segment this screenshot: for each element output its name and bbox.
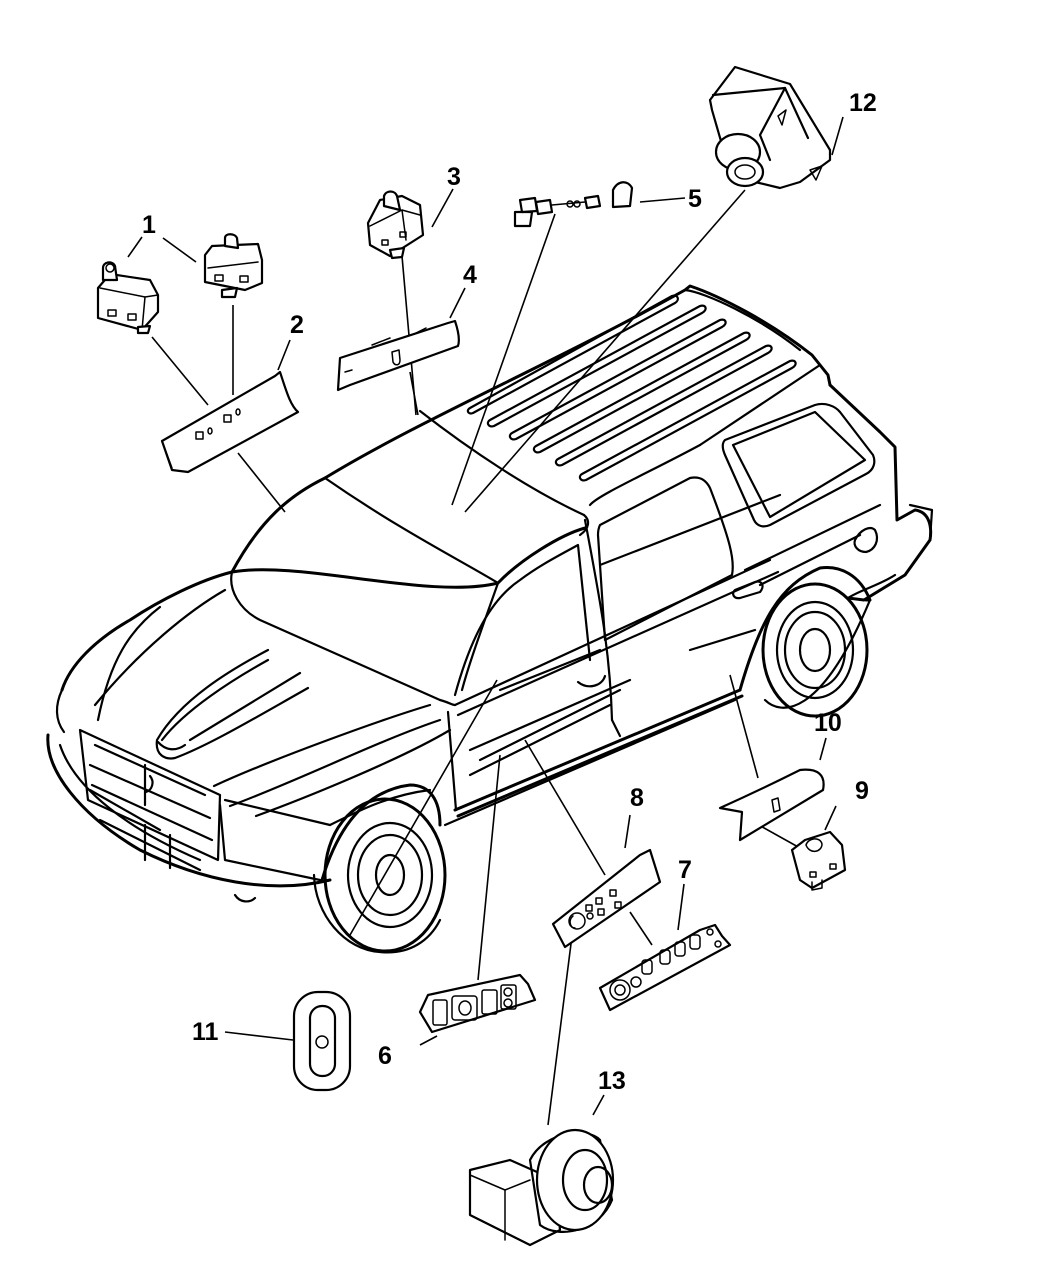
part-13-mirror-adjust-switch	[468, 1128, 615, 1247]
part-9-rear-door-switch	[790, 830, 847, 891]
callout-4: 4	[463, 261, 477, 289]
callout-labels: 1 2 3 4 5 6 7 8 9 10 11 12 13	[142, 89, 877, 1095]
part-1-mirror-switch-front	[96, 261, 160, 335]
part-1-mirror-switch-rear	[203, 233, 264, 299]
callout-2: 2	[290, 311, 304, 339]
callout-10: 10	[814, 709, 842, 737]
part-2-switch-bezel-front	[160, 370, 300, 474]
part-4-overhead-switch-bezel	[336, 319, 460, 392]
vehicle-body	[46, 284, 934, 954]
callout-5: 5	[688, 185, 702, 213]
callout-11: 11	[192, 1018, 219, 1046]
part-11-window-switch-single	[292, 990, 352, 1092]
part-5-switch-wiring-harness	[513, 181, 634, 228]
part-10-rear-door-switch-bezel	[718, 768, 825, 842]
callout-6: 6	[378, 1042, 392, 1070]
callout-7: 7	[678, 856, 692, 884]
part-6-passenger-door-window-switch	[418, 973, 537, 1034]
callout-9: 9	[855, 777, 869, 805]
part-12-headlamp-switch-module	[708, 65, 832, 190]
callout-8: 8	[630, 784, 644, 812]
callout-1: 1	[142, 211, 156, 239]
callout-leaders	[127, 116, 844, 1116]
callout-13: 13	[598, 1067, 626, 1095]
part-8-driver-switch-bezel	[551, 848, 662, 949]
callout-3: 3	[447, 163, 461, 191]
part-3-overhead-switch	[366, 190, 425, 260]
leader-lines	[151, 189, 801, 1126]
part-7-driver-door-window-switch	[598, 923, 732, 1012]
callout-12: 12	[849, 89, 877, 117]
